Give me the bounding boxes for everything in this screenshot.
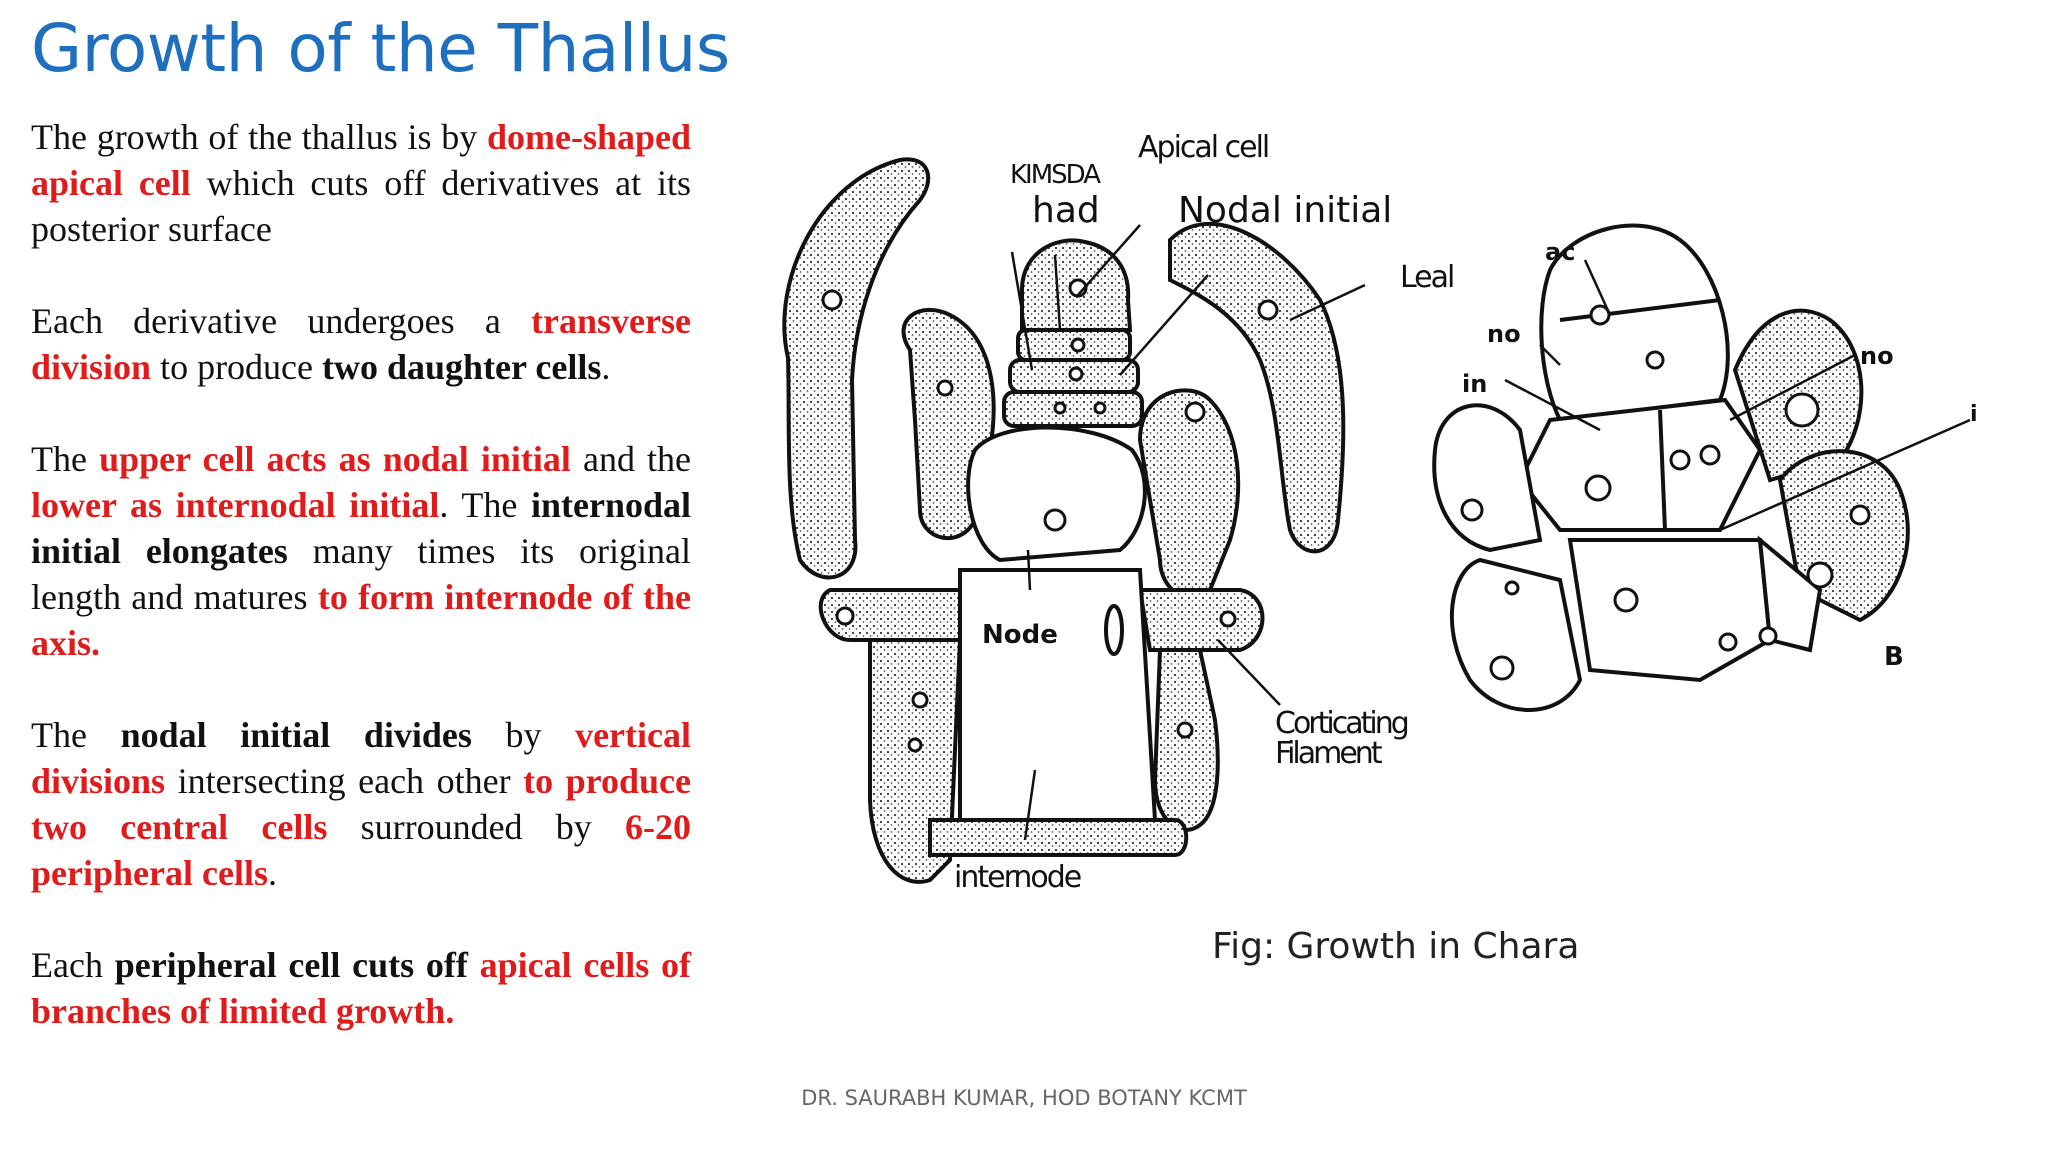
label-in: in: [1462, 370, 1488, 398]
text-segment: nodal initial divides: [120, 715, 472, 755]
paragraph-4: The nodal initial divides by vertical di…: [31, 712, 691, 896]
diagram-b: [1432, 223, 1910, 712]
paragraph-3: The upper cell acts as nodal initial and…: [31, 436, 691, 666]
paragraph-1: The growth of the thallus is by dome-sha…: [31, 114, 691, 252]
text-segment: apical cells of branches of limited grow…: [31, 945, 692, 1031]
body-text: The growth of the thallus is by dome-sha…: [31, 114, 691, 1080]
label-had: had: [1032, 190, 1100, 231]
label-apical-cell: Apical cell: [1138, 130, 1270, 165]
label-no-right: no: [1860, 342, 1894, 370]
text-segment: upper cell acts as nodal initial: [99, 439, 571, 479]
footer-credit: DR. SAURABH KUMAR, HOD BOTANY KCMT: [801, 1086, 1247, 1110]
label-ac: ac: [1545, 238, 1576, 266]
diagram-a: [782, 157, 1346, 884]
text-segment: .: [601, 347, 611, 387]
chara-growth-figure: Apical cell KIMSDA had Nodal initial Lea…: [760, 120, 2000, 980]
slide-title: Growth of the Thallus: [31, 10, 730, 87]
text-segment: [468, 945, 480, 985]
text-segment: The growth of the thallus is by: [31, 117, 487, 157]
text-segment: which cuts off derivatives at its poster…: [31, 163, 691, 249]
paragraph-5: Each peripheral cell cuts off apical cel…: [31, 942, 691, 1034]
label-b: B: [1884, 642, 1904, 672]
figure-caption: Fig: Growth in Chara: [1212, 926, 1580, 967]
paragraph-2: Each derivative undergoes a transverse d…: [31, 298, 691, 390]
text-segment: 6-20 peripheral cells: [31, 807, 691, 893]
text-segment: two daughter cells: [322, 347, 602, 387]
text-segment: intersecting each other: [165, 761, 524, 801]
text-segment: to produce: [151, 347, 323, 387]
label-internode: internode: [954, 860, 1082, 895]
text-segment: lower as internodal initial: [31, 485, 440, 525]
label-kimsda: KIMSDA: [1010, 160, 1101, 190]
text-segment: . The: [439, 485, 531, 525]
text-segment: The: [31, 715, 121, 755]
text-segment: .: [267, 853, 277, 893]
text-segment: to form internode of the axis.: [31, 577, 692, 663]
chara-diagram: [782, 157, 1971, 884]
text-segment: many times its original length and matur…: [31, 531, 691, 617]
text-segment: surrounded by: [327, 807, 625, 847]
text-segment: Each: [31, 945, 115, 985]
text-segment: and the: [570, 439, 692, 479]
text-segment: by: [471, 715, 576, 755]
text-segment: internodal initial elongates: [31, 485, 691, 571]
label-nodal-initial: Nodal initial: [1178, 190, 1393, 231]
label-no-left: no: [1487, 320, 1521, 348]
label-i: i: [1970, 402, 1978, 427]
label-filament: Filament: [1275, 736, 1383, 771]
text-segment: to produce two central cells: [31, 761, 691, 847]
text-segment: peripheral cell cuts off: [114, 945, 468, 985]
label-leal: Leal: [1400, 260, 1455, 295]
text-segment: transverse division: [31, 301, 691, 387]
label-node: Node: [982, 620, 1058, 650]
label-corticating: Corticating: [1275, 706, 1410, 741]
text-segment: vertical divisions: [31, 715, 692, 801]
text-segment: Each derivative undergoes a: [31, 301, 532, 341]
text-segment: dome-shaped apical cell: [31, 117, 691, 203]
text-segment: The: [31, 439, 100, 479]
